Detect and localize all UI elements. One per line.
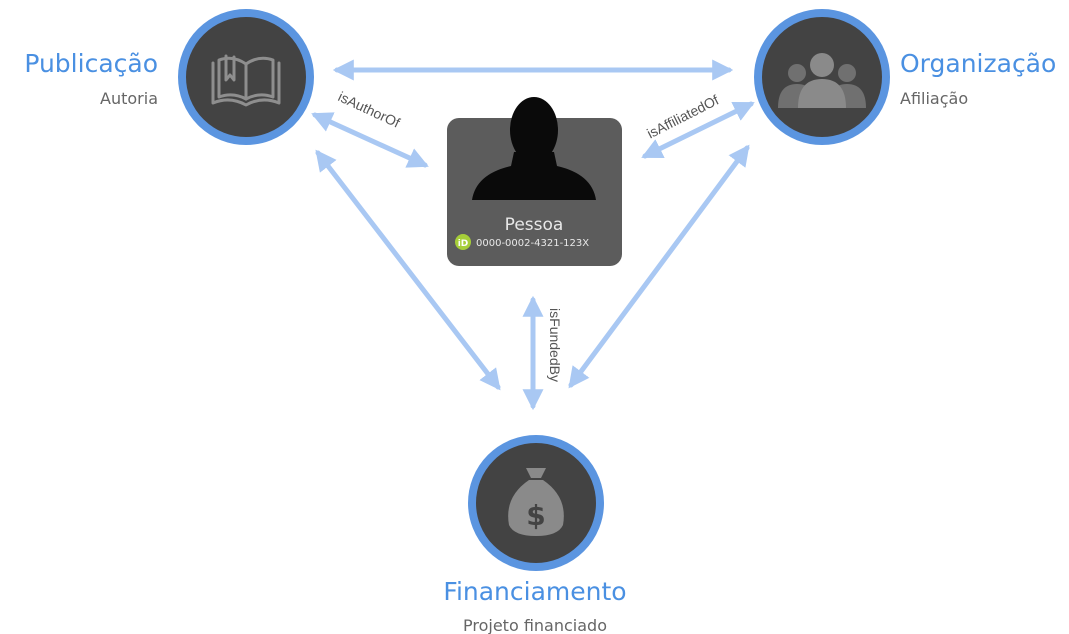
node-publicacao-subtitle: Autoria — [100, 89, 158, 108]
arrow-publicacao-pessoa — [311, 112, 429, 168]
connectors — [311, 59, 755, 411]
relation-label-funded: isFundedBy — [547, 308, 563, 382]
node-financiamento-title: Financiamento — [443, 577, 626, 606]
money-bag-icon: $ — [508, 468, 564, 536]
node-financiamento[interactable]: $ — [468, 435, 604, 571]
orcid-icon: iD — [455, 234, 471, 250]
relation-label-author: isAuthorOf — [336, 88, 403, 130]
arrow-publicacao-financiamento — [315, 149, 501, 391]
pessoa-orcid: 0000-0002-4321-123X — [476, 238, 589, 249]
node-organizacao-subtitle: Afiliação — [900, 89, 968, 108]
node-pessoa[interactable]: Pessoa iD 0000-0002-4321-123X — [447, 97, 622, 266]
group-icon — [778, 53, 866, 108]
orcid-badge-text: iD — [458, 239, 469, 249]
node-organizacao[interactable] — [754, 9, 890, 145]
node-publicacao-title: Publicação — [24, 49, 158, 78]
node-organizacao-title: Organização — [900, 49, 1056, 78]
person-silhouette-icon — [472, 97, 596, 200]
svg-text:$: $ — [526, 499, 545, 532]
relation-label-affiliated: isAffiliatedOf — [644, 92, 721, 142]
arrow-organizacao-financiamento — [568, 144, 750, 389]
book-icon — [211, 54, 281, 107]
node-publicacao[interactable] — [178, 9, 314, 145]
node-financiamento-subtitle: Projeto financiado — [463, 616, 607, 634]
pessoa-name: Pessoa — [505, 215, 564, 235]
